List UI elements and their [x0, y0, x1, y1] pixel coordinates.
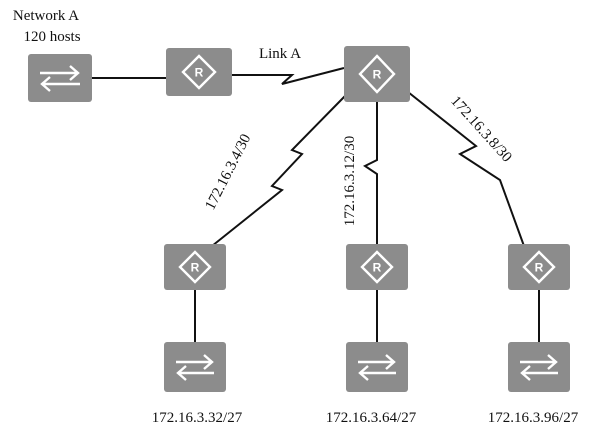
- subnet-label-right: 172.16.3.96/27: [488, 410, 579, 426]
- router-icon: R: [346, 244, 408, 290]
- link-a-serial: [232, 67, 345, 85]
- router-icon: R: [508, 244, 570, 290]
- router-glyph: R: [195, 66, 204, 80]
- network-a-hosts: 120 hosts: [23, 29, 80, 45]
- subnet-label-middle: 172.16.3.64/27: [326, 410, 417, 426]
- router-glyph: R: [373, 68, 382, 82]
- link-label-middle: 172.16.3.12/30: [342, 136, 358, 226]
- router-icon: R: [164, 244, 226, 290]
- switch-icon: [508, 342, 570, 392]
- router-icon: R: [166, 48, 232, 96]
- switch-icon: [28, 54, 92, 102]
- link-a-label: Link A: [259, 46, 301, 62]
- router-glyph: R: [373, 261, 382, 275]
- link-label-right: 172.16.3.8/30: [447, 93, 514, 165]
- switch-icon: [164, 342, 226, 392]
- serial-link-left: [211, 95, 346, 247]
- router-glyph: R: [191, 261, 200, 275]
- network-a-name: Network A: [13, 8, 79, 24]
- link-label-left: 172.16.3.4/30: [202, 132, 254, 213]
- switch-icon: [346, 342, 408, 392]
- serial-link-middle: [363, 102, 378, 246]
- serial-link-right: [407, 91, 525, 247]
- router-icon: R: [344, 46, 410, 102]
- router-glyph: R: [535, 261, 544, 275]
- subnet-label-left: 172.16.3.32/27: [152, 410, 243, 426]
